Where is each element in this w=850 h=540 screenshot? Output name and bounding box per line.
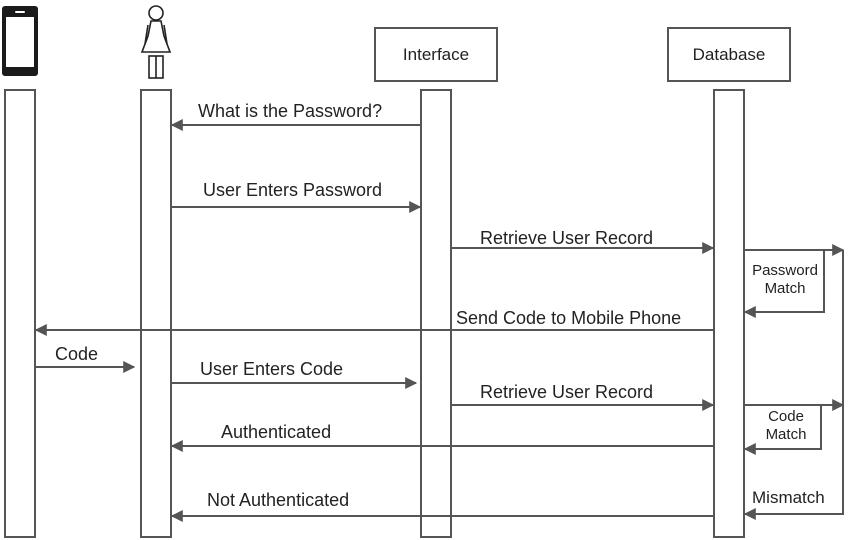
participant-database: Database [667,27,791,82]
arrow-mismatch [743,250,844,520]
self-message-password-match-line1: Password [752,262,818,279]
lifeline-user [140,89,172,538]
participant-label-database: Database [693,45,766,64]
lifeline-interface [420,89,452,538]
message-retrieve-user-record-2: Retrieve User Record [480,382,653,402]
arrow-password-match-out [743,249,825,318]
message-user-enters-password: User Enters Password [203,180,382,200]
message-not-authenticated: Not Authenticated [207,490,349,510]
message-user-enters-code: User Enters Code [200,359,343,379]
mobile-phone-icon [2,6,38,76]
message-authenticated: Authenticated [221,422,331,442]
message-send-code: Send Code to Mobile Phone [456,308,681,328]
self-message-mismatch: Mismatch [752,488,825,507]
lifeline-phone [4,89,36,538]
self-message-code-match-line2: Match [766,426,807,443]
message-retrieve-user-record-1: Retrieve User Record [480,228,653,248]
participant-label-interface: Interface [403,45,469,64]
user-person-icon [140,5,172,79]
message-code: Code [55,344,98,364]
lifeline-database [713,89,745,538]
self-message-code-match-line1: Code [768,408,804,425]
message-ask-password: What is the Password? [198,101,382,121]
self-message-password-match-line2: Match [765,280,806,297]
arrow-code-match-out [743,404,822,455]
participant-interface: Interface [374,27,498,82]
